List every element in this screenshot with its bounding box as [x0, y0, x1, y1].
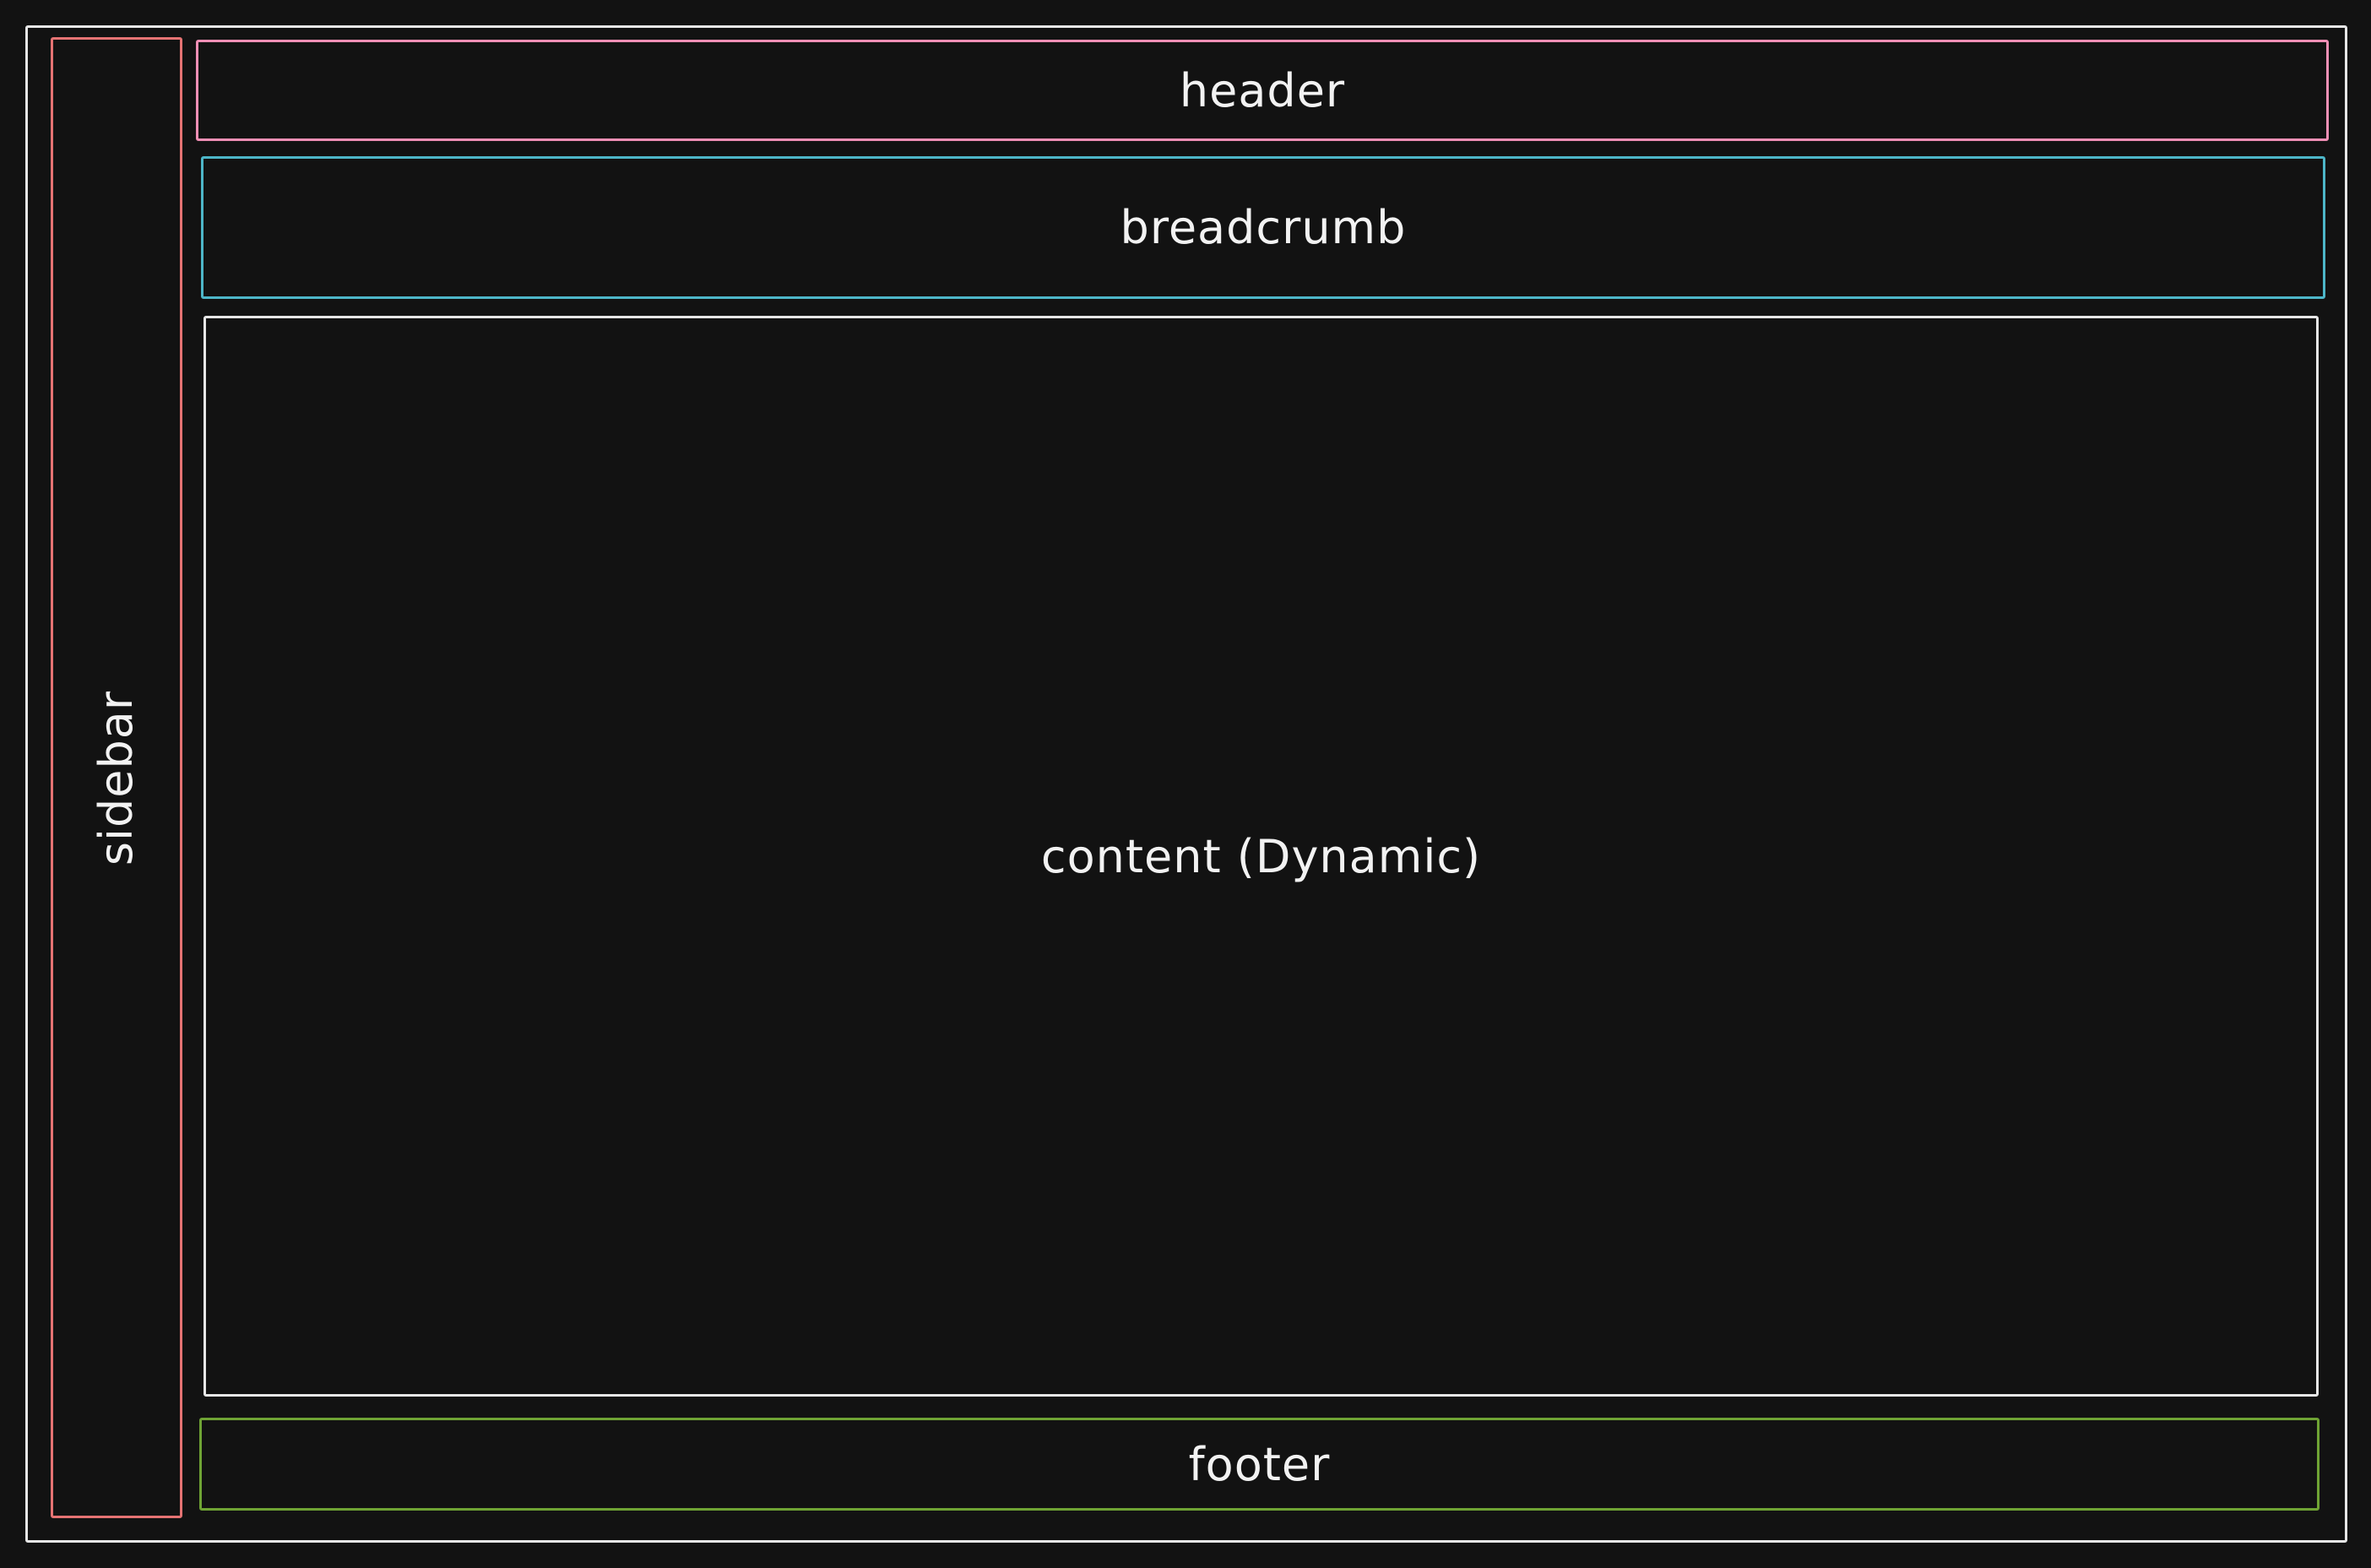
- content-region: content (Dynamic): [203, 316, 2319, 1397]
- content-label: content (Dynamic): [1040, 829, 1482, 883]
- breadcrumb-label: breadcrumb: [1120, 201, 1407, 254]
- sidebar-label: sidebar: [90, 690, 144, 865]
- outer-frame: [25, 25, 2347, 1543]
- breadcrumb-region: breadcrumb: [201, 156, 2325, 299]
- sidebar-region: sidebar: [51, 37, 182, 1518]
- footer-label: footer: [1188, 1437, 1331, 1491]
- header-region: header: [196, 40, 2329, 141]
- footer-region: footer: [199, 1418, 2319, 1511]
- header-label: header: [1179, 63, 1346, 117]
